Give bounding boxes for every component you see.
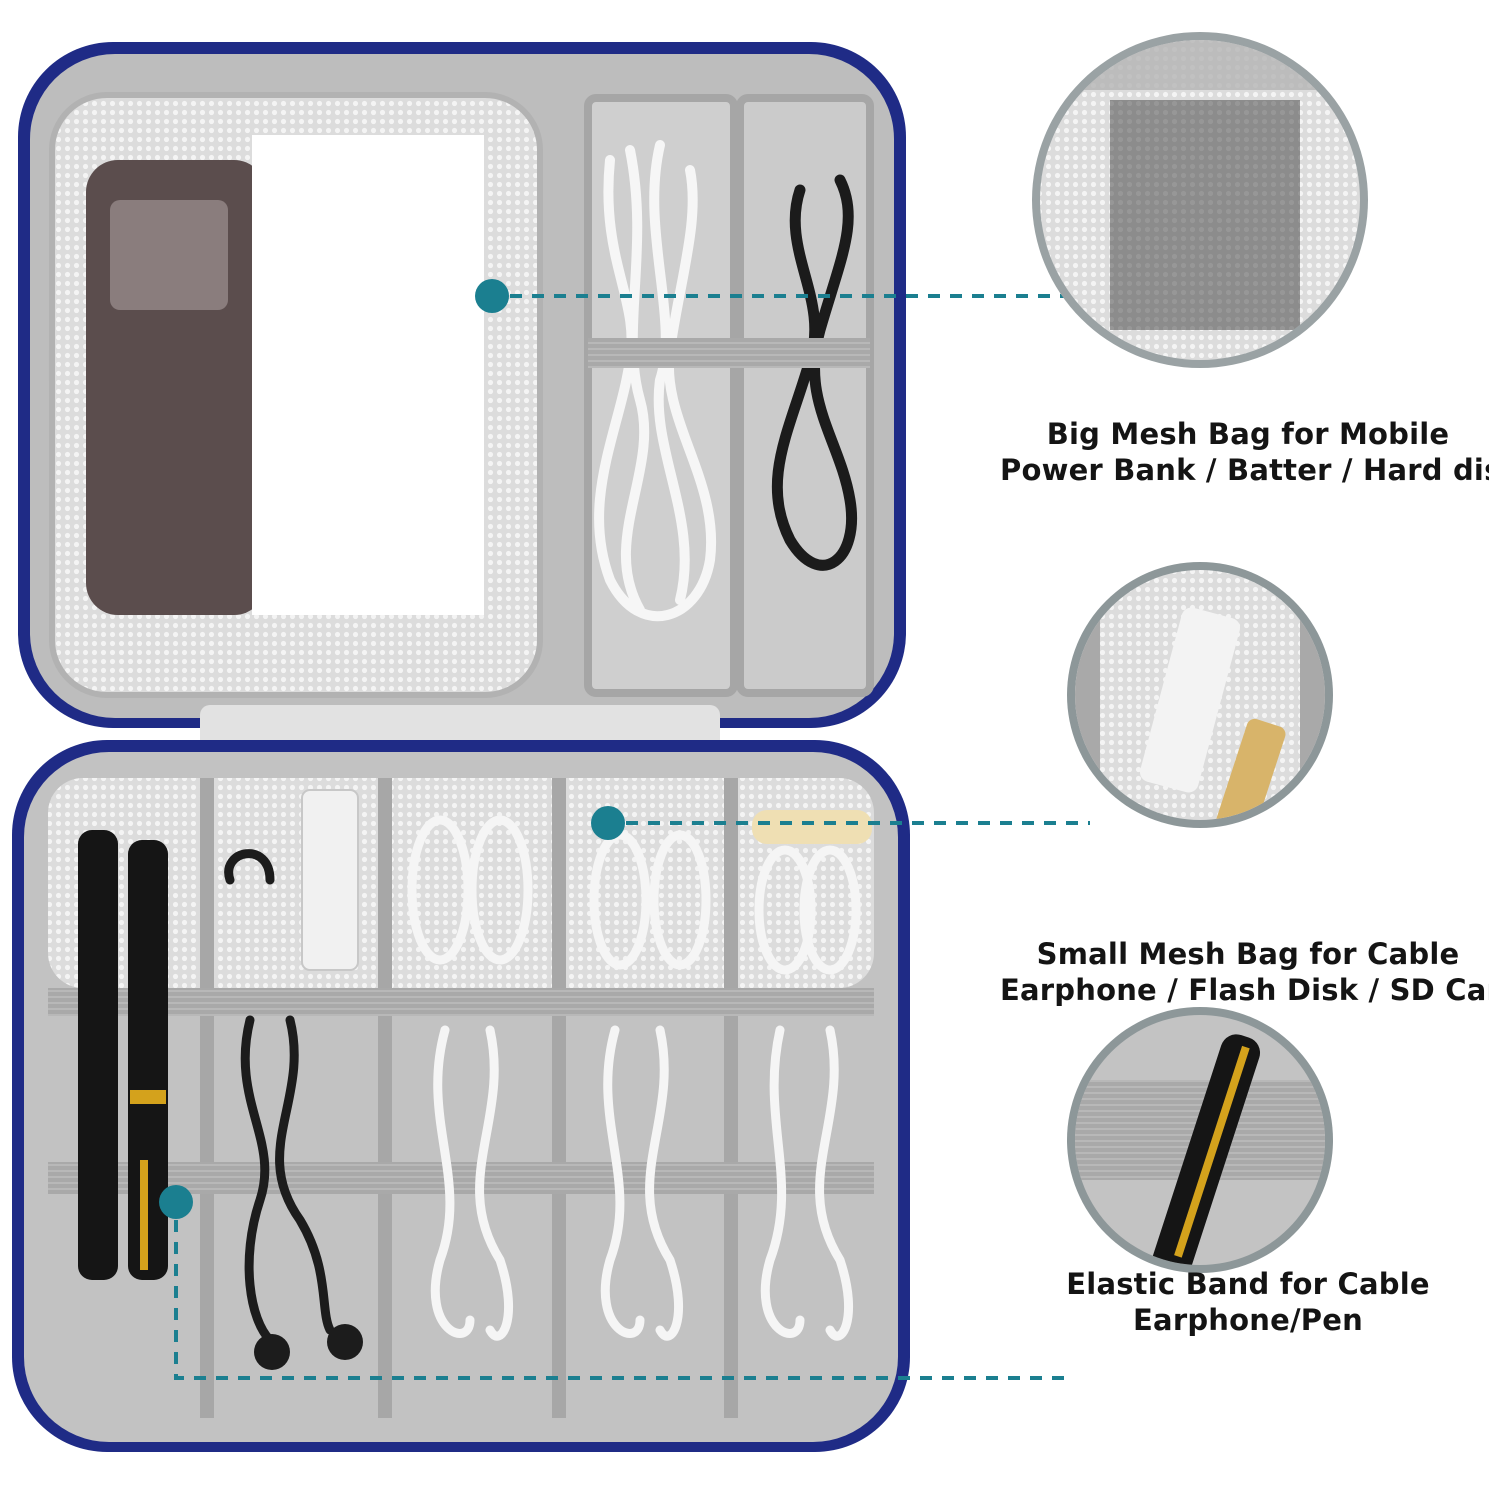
zoom-circle-elastic	[1067, 1007, 1333, 1273]
caption-line-2: Power Bank / Batter / Hard disk	[1000, 453, 1489, 487]
callout-dot-3	[159, 1185, 193, 1219]
power-bank	[86, 135, 484, 615]
caption-line-2: Earphone / Flash Disk / SD Card	[1000, 973, 1489, 1007]
cable-pocket-2	[736, 94, 874, 697]
caption-elastic-band: Elastic Band for Cable Earphone/Pen	[1000, 1266, 1489, 1338]
earphones	[224, 849, 335, 1345]
small-mesh-strip	[48, 778, 874, 988]
elastic-band-top	[588, 338, 870, 368]
pens	[78, 830, 168, 1280]
usb-stick	[301, 789, 359, 971]
pocket-separators	[200, 778, 738, 1418]
caption-line-1: Big Mesh Bag for Mobile	[1046, 417, 1450, 451]
caption-big-mesh-bag: Big Mesh Bag for Mobile Power Bank / Bat…	[1000, 416, 1489, 488]
black-cable	[771, 174, 857, 571]
callout-dot-2	[591, 806, 625, 840]
case-bottom-half	[12, 740, 910, 1452]
callout-lines	[174, 294, 1090, 1380]
case-top-half	[18, 42, 906, 728]
zoom-circle-small-mesh	[1067, 562, 1333, 828]
elastic-band-upper	[48, 988, 874, 1016]
caption-small-mesh-bag: Small Mesh Bag for Cable Earphone / Flas…	[1000, 936, 1489, 1008]
caption-line-2: Earphone/Pen	[1133, 1303, 1363, 1337]
caption-line-1: Elastic Band for Cable	[1066, 1267, 1430, 1301]
gold-flash-disk	[752, 810, 872, 844]
zoom-circle-big-mesh	[1032, 32, 1368, 368]
callout-dot-1	[475, 279, 509, 313]
caption-line-1: Small Mesh Bag for Cable	[1036, 937, 1460, 971]
